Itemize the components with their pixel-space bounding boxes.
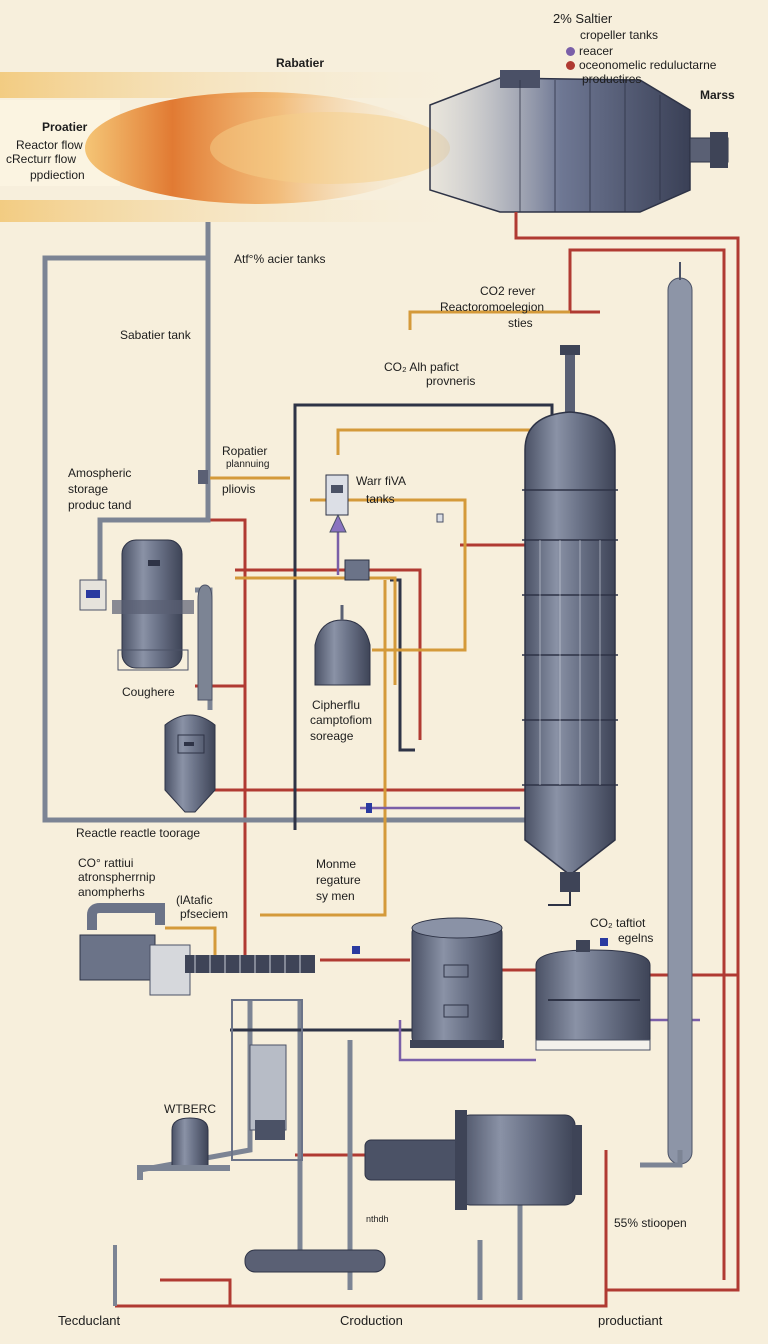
label-camptofion: camptofiom [310,713,373,727]
label-atf-tanks: Atf°% acier tanks [234,252,326,266]
label-regature: regature [316,873,361,887]
label-egelns: egelns [618,931,654,945]
label-productiant: productiant [598,1313,663,1328]
heat-exchanger [364,1110,582,1210]
label-reactor-flow: Reactor flow [16,138,83,152]
compressor-assembly [79,903,315,996]
label-plannuing: plannuing [226,459,270,470]
label-soreage: soreage [310,729,354,743]
label-coughere: Coughere [122,685,175,699]
label-pfsecrem: pfseciem [180,907,229,921]
monme-regature-tank [410,917,504,1048]
label-mtch: nthdh [366,1214,389,1224]
exhaust-flame [0,72,480,222]
label-rabatier: Rabatier [276,56,325,70]
label-croduction: Croduction [340,1313,403,1328]
tall-return-column [640,262,693,1168]
label-co-alh: CO₂ Alh pafict [384,360,459,374]
label-sabatier-tank: Sabatier tank [120,328,191,342]
legend-heading: 2% Saltier [553,11,613,26]
label-produc-tand: produc tand [68,498,132,512]
legend-item-purple-label: reacer [579,44,614,58]
atmospheric-storage-tank [79,539,194,671]
warr-fiva-unit [325,474,370,581]
label-ppdiection: ppdiection [30,168,85,182]
label-marss: Marss [700,88,735,102]
label-tecduclant: Tecduclant [58,1313,121,1328]
label-reactor-stion: Reactoromoelegion [440,300,545,314]
cipherflu-storage-tank [314,605,371,686]
label-monme: Monme [316,857,357,871]
legend-item-red: oceonomelic reduluctarne [566,58,716,72]
coughere-tank [164,714,216,813]
valves [198,470,608,954]
main-reactor-column [522,345,618,906]
label-atafic: (lAtafic [176,893,213,907]
label-co2-rever: CO2 rever [480,284,536,298]
legend-red-dot-icon [566,61,575,71]
label-cipherflu: Cipherflu [312,698,361,712]
red-pipe-network [115,212,740,1308]
legend-item-red-label: oceonomelic reduluctarne [579,58,717,72]
label-ropatier: Ropatier [222,444,268,458]
label-warr-fiva: Warr fiVA [356,474,406,488]
side-riser-pipe [197,584,213,701]
label-sy-men: sy men [316,889,355,903]
label-storage: storage [68,482,109,496]
label-atmospheric: Amospheric [68,466,132,480]
wtberc-frame [137,999,303,1180]
label-atronsphere: atronspherrnip [78,870,156,884]
label-co-rattiui: CO° rattiui [78,856,134,870]
label-wtberc: WTBERC [164,1102,216,1116]
label-sties: sties [508,316,533,330]
label-reactle: Reactle reactle toorage [76,826,201,840]
legend-line-1: cropeller tanks [580,28,659,42]
reactor-engine [429,70,729,213]
orange-pipe-network [165,310,570,955]
label-anompherhs: anompherhs [78,885,145,899]
legend-item-purple: reacer [566,44,613,58]
label-co-taftiot: CO₂ taftiot [590,916,646,930]
label-recturr-flow: cRecturr flow [6,152,77,166]
label-pliovis: pliovis [222,482,256,496]
label-tanks: tanks [366,492,395,506]
legend-purple-dot-icon [566,47,575,57]
label-proatier: Proatier [42,120,88,134]
label-ss-stioopen: 55% stioopen [614,1216,687,1230]
legend-item-red-2: productires [582,72,642,86]
co2-egelns-tank [535,940,651,1051]
label-provnedis: provneris [426,374,476,388]
bottom-drum [244,1249,386,1273]
